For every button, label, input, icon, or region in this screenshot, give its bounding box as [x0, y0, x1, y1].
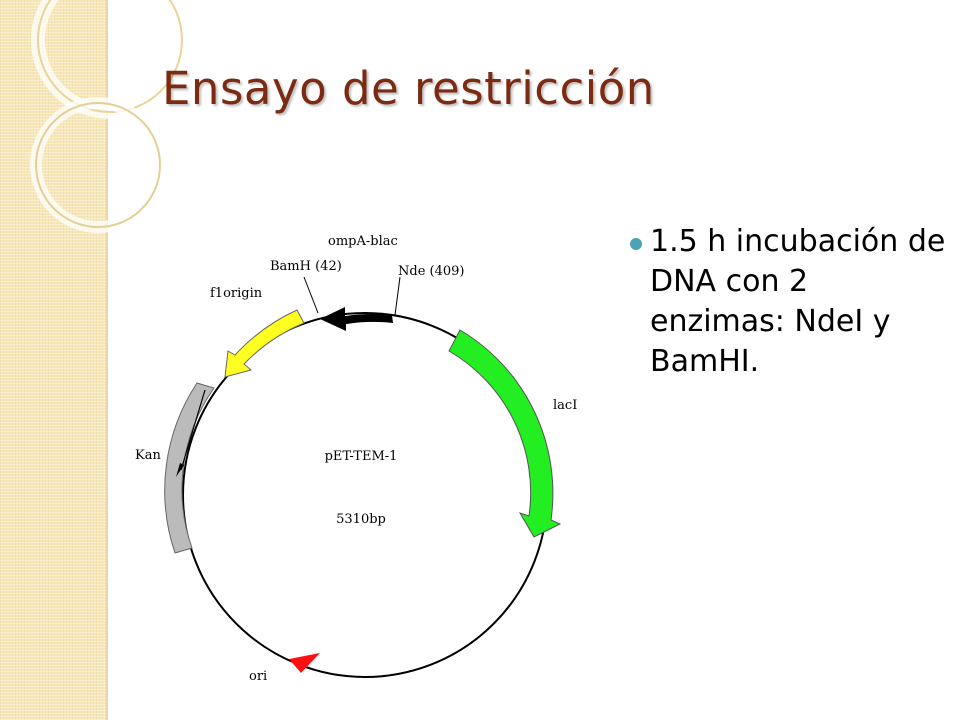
- label-bamh: BamH (42): [270, 259, 342, 274]
- kan-direction-line: [180, 389, 206, 471]
- plasmid-map: ompA-blac BamH (42) Nde (409) f1origin l…: [135, 234, 577, 684]
- label-ori: ori: [249, 669, 267, 684]
- label-nde: Nde (409): [398, 264, 464, 279]
- bullet-list: 1.5 h incubación de DNA con 2 enzimas: N…: [630, 222, 950, 382]
- nde-leader-line: [394, 276, 401, 316]
- decorative-rings: [30, 0, 189, 233]
- label-laci: lacI: [553, 398, 577, 413]
- feature-ompa-blac: [320, 307, 393, 331]
- feature-ori: [289, 653, 320, 673]
- feature-kan: [164, 382, 215, 554]
- plasmid-name: pET-TEM-1: [325, 449, 398, 464]
- label-ompa-blac: ompA-blac: [328, 234, 398, 249]
- label-f1origin: f1origin: [210, 286, 263, 301]
- kan-arrowhead: [176, 463, 184, 477]
- label-kan: Kan: [135, 448, 161, 463]
- side-band-edge: [106, 0, 108, 720]
- slide-title: Ensayo de restricción: [162, 62, 655, 115]
- bullet-item: 1.5 h incubación de DNA con 2 enzimas: N…: [630, 222, 950, 382]
- bamh-leader-line: [303, 276, 319, 314]
- bullet-icon: [630, 238, 642, 250]
- feature-f1origin: [224, 309, 305, 378]
- feature-laci: [448, 329, 562, 538]
- plasmid-size: 5310bp: [336, 512, 386, 527]
- bullet-text: 1.5 h incubación de DNA con 2 enzimas: N…: [650, 224, 946, 379]
